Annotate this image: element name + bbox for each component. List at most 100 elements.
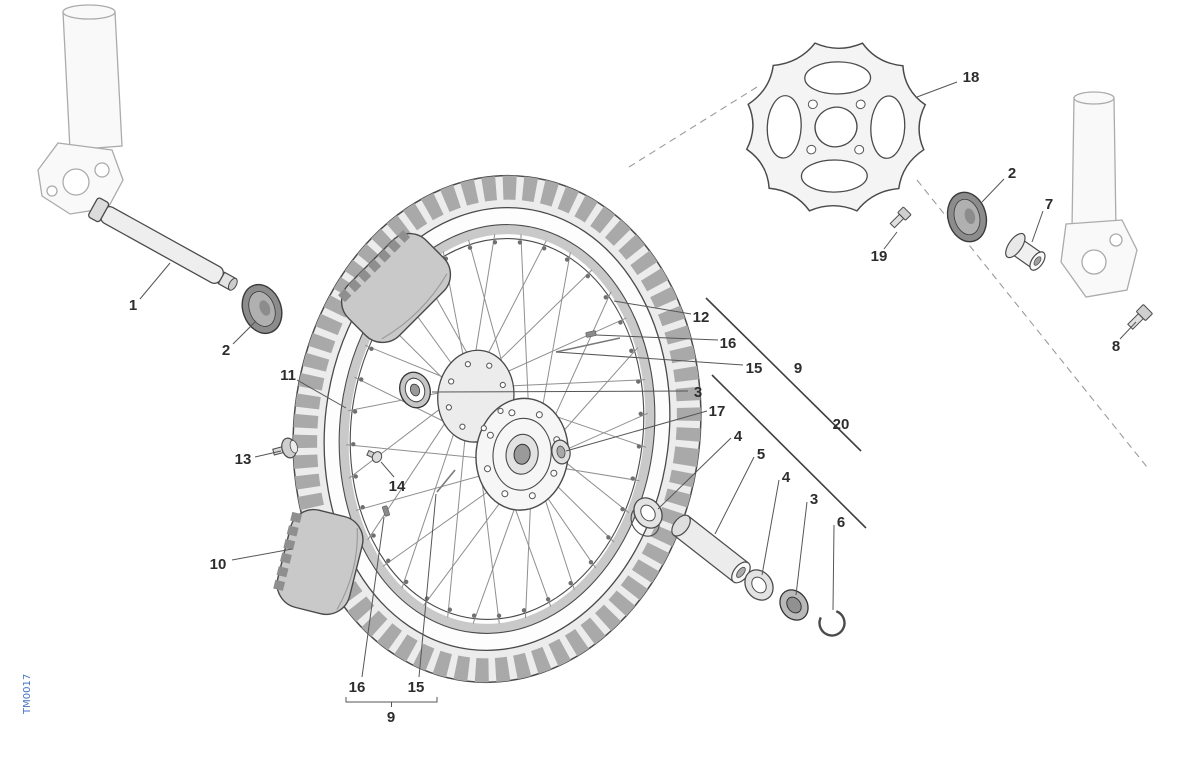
callout-9-top: 9 xyxy=(794,360,802,377)
axle-hole xyxy=(62,168,90,196)
disc-bolt-hole xyxy=(854,144,865,155)
leader-16-top xyxy=(595,334,719,341)
spoke-nipple xyxy=(467,245,473,250)
disc-cutout xyxy=(804,61,872,95)
leader-7 xyxy=(1031,210,1044,243)
part-18-brake-disc xyxy=(745,42,927,212)
hub-flange-hole xyxy=(459,423,466,430)
callout-13: 13 xyxy=(235,451,252,468)
callout-8: 8 xyxy=(1112,338,1120,355)
spoke xyxy=(553,291,612,419)
leader-lines xyxy=(139,81,1137,707)
callout-20: 20 xyxy=(833,416,850,433)
callout-16-bottom: 16 xyxy=(349,679,366,696)
leader-13 xyxy=(254,450,282,458)
spoke xyxy=(564,412,648,451)
part-8-bolt xyxy=(1127,304,1153,330)
spoke-set xyxy=(346,234,648,624)
part-11-tire-section-upper xyxy=(338,230,452,344)
fork-leg-right xyxy=(1060,91,1138,298)
callout-2-left: 2 xyxy=(222,342,230,359)
spoke xyxy=(348,405,444,479)
disc-bolt-hole xyxy=(855,99,866,110)
callout-6: 6 xyxy=(837,514,845,531)
callout-4-second: 4 xyxy=(782,469,791,486)
hub-flange-hole xyxy=(499,381,506,389)
hub-flange-hole xyxy=(501,490,509,498)
drawing-code: TM0017 xyxy=(22,674,33,715)
part-2-dust-cap-left xyxy=(241,283,283,335)
fork-tube xyxy=(1071,97,1117,231)
part-4-washer-a xyxy=(630,497,663,537)
disc-center-hole xyxy=(814,106,858,148)
part-19-screw xyxy=(889,206,912,229)
hub-bore xyxy=(513,443,531,465)
pinch-hole xyxy=(94,162,110,178)
group-line-9 xyxy=(705,297,862,452)
leader-12 xyxy=(613,300,692,315)
leader-10 xyxy=(231,548,293,561)
disc-cutout xyxy=(800,159,868,193)
hub-flange-holes xyxy=(445,361,561,500)
leader-1 xyxy=(139,262,171,300)
wheel-assembly xyxy=(292,174,702,684)
spoke xyxy=(520,234,529,404)
spoke xyxy=(508,379,646,387)
fork-tube xyxy=(62,11,123,151)
spoke-nipple xyxy=(517,240,523,245)
spoke-nipple xyxy=(360,505,365,510)
spoke xyxy=(560,347,639,434)
hub-flange-hole xyxy=(445,404,452,411)
group-bracket-9 xyxy=(345,697,438,707)
leader-19 xyxy=(883,231,898,250)
callout-9-bottom: 9 xyxy=(387,709,395,726)
part-2-dust-cap-right xyxy=(946,191,988,243)
callout-3-second: 3 xyxy=(810,491,818,508)
leader-3-first xyxy=(431,390,689,393)
leader-3-second xyxy=(795,501,808,596)
leader-15-top xyxy=(555,351,744,366)
spoke-nipple xyxy=(521,608,527,613)
spoke-nipple xyxy=(351,441,356,447)
spoke-nipple xyxy=(545,597,551,602)
callout-7: 7 xyxy=(1045,196,1053,213)
callout-11: 11 xyxy=(280,367,296,384)
part-7-bushing xyxy=(1005,232,1046,271)
spoke xyxy=(485,240,547,358)
disc-bolt-hole xyxy=(807,99,818,110)
callout-12: 12 xyxy=(693,309,710,326)
spoke-nipple xyxy=(630,476,635,481)
leader-4-first xyxy=(657,437,732,510)
leader-2-right xyxy=(981,178,1005,203)
hub-flange-hole xyxy=(483,465,491,473)
leader-4-second xyxy=(761,479,780,576)
rim-band xyxy=(339,225,655,633)
hub-flange-hole xyxy=(550,469,558,477)
spoke xyxy=(524,503,532,619)
spoke xyxy=(496,269,593,364)
rim-outer-edge xyxy=(338,224,656,634)
spoke-nipple xyxy=(371,533,376,538)
callout-5: 5 xyxy=(757,446,765,463)
spoke-nipple-glyph xyxy=(382,505,390,517)
fork-leg-left xyxy=(37,4,124,215)
spoke xyxy=(503,317,627,374)
spoke xyxy=(474,234,496,356)
spoke xyxy=(423,499,503,606)
spoke-nipple xyxy=(353,474,358,479)
part-5-spacer xyxy=(671,514,751,584)
spoke-nipple xyxy=(618,320,623,325)
spoke-nipple xyxy=(606,535,611,540)
hub-flange-hole xyxy=(528,492,536,500)
hub-flange-hole xyxy=(486,362,493,369)
fork-tube-top xyxy=(62,4,116,20)
disc-cutout xyxy=(870,95,906,159)
spoke xyxy=(447,435,466,618)
leader-6 xyxy=(832,524,835,611)
spoke-nipple xyxy=(603,295,608,300)
spoke xyxy=(554,483,615,543)
callout-15-top: 15 xyxy=(746,360,763,377)
axle-hole xyxy=(1081,249,1107,275)
spoke xyxy=(401,429,456,589)
